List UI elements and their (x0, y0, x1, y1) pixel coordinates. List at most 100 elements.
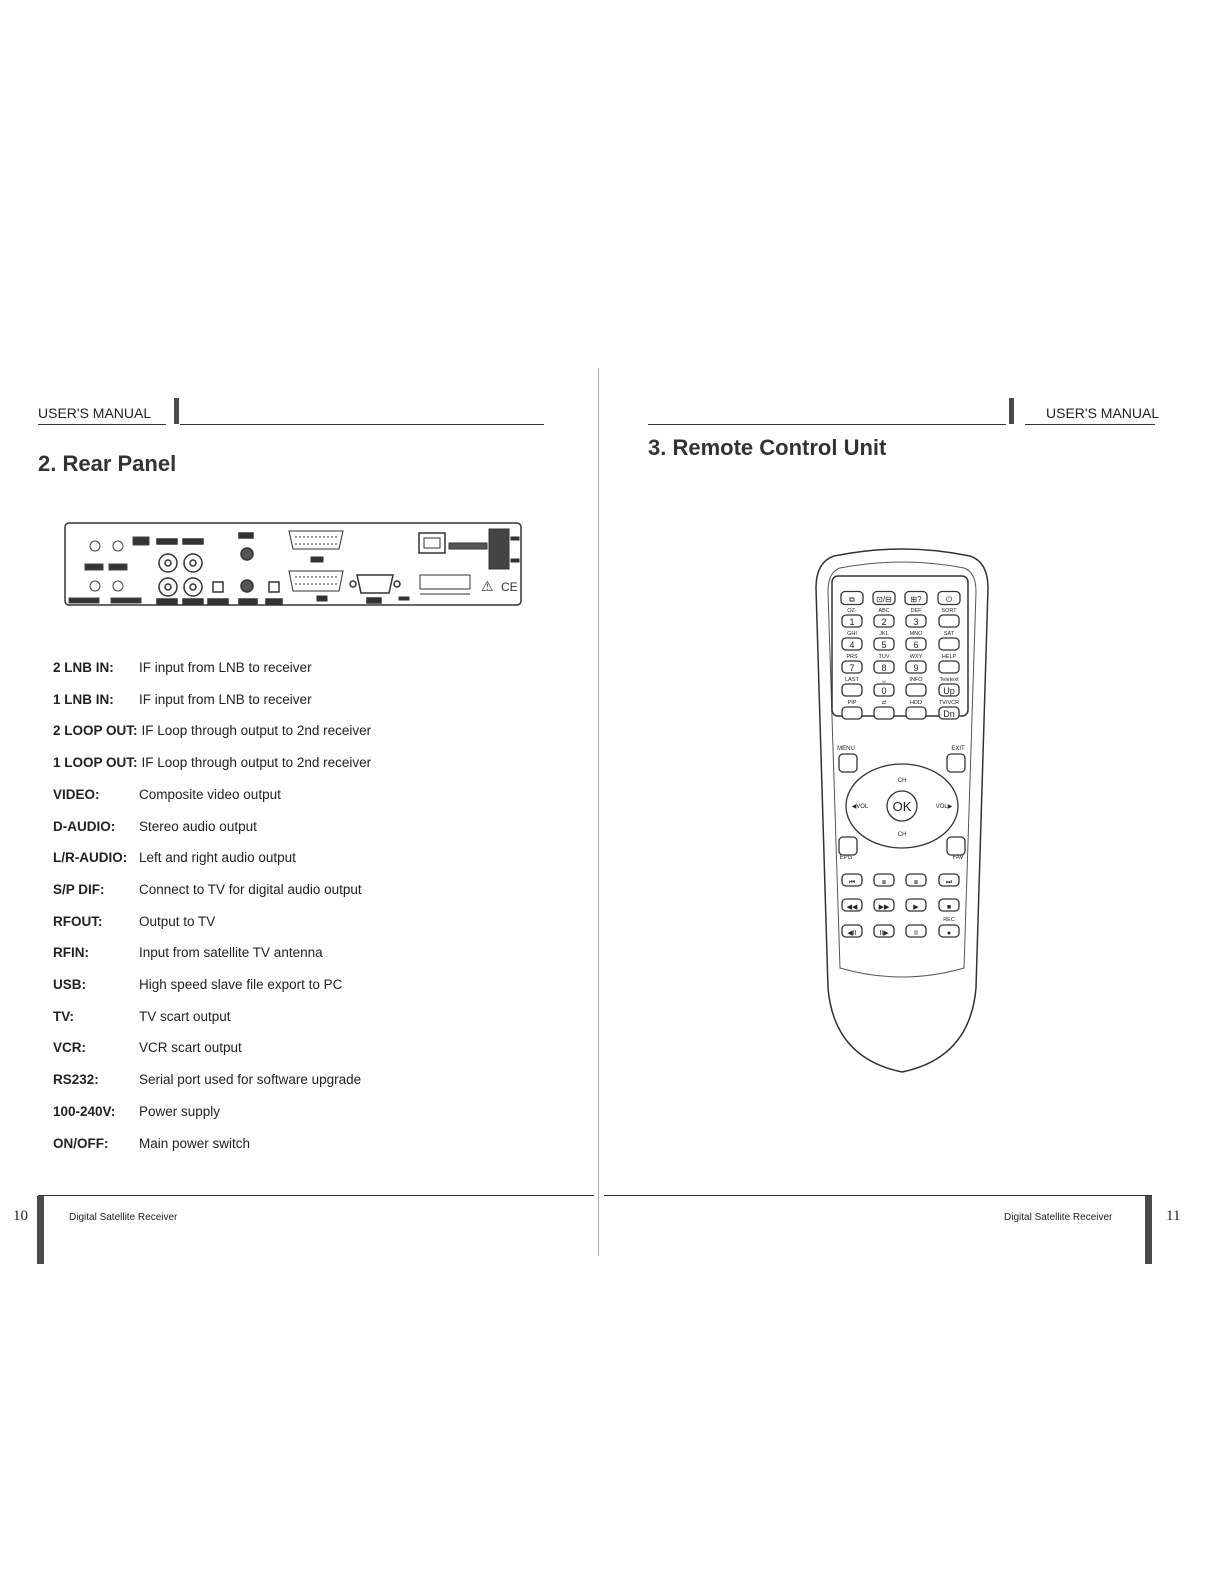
remote-media-key[interactable] (873, 924, 895, 938)
remote-key-sublabel: SAT (944, 631, 955, 637)
scart-connectors (288, 530, 344, 602)
left-page-number: 10 (13, 1208, 28, 1224)
remote-media-key[interactable] (873, 898, 895, 912)
right-footer-text: Digital Satellite Receiver (1004, 1212, 1113, 1223)
remote-key-sublabel: HELP (942, 654, 957, 660)
connector-label: L/R-AUDIO: (53, 850, 128, 866)
remote-media-icon: ⧈ (882, 879, 887, 886)
remote-key-label: 3 (913, 617, 918, 627)
vol-right-label: VOL▶ (936, 804, 953, 810)
remote-key[interactable] (905, 683, 927, 697)
remote-inner-outline (827, 561, 977, 978)
remote-top-key[interactable] (937, 590, 961, 606)
remote-key[interactable] (841, 683, 863, 697)
remote-media-key[interactable] (841, 873, 863, 887)
remote-key[interactable] (938, 683, 960, 697)
remote-key-label: Dn (943, 709, 955, 719)
remote-key-label: 0 (881, 686, 886, 696)
remote-key-label: Up (943, 686, 955, 696)
remote-key[interactable] (938, 660, 960, 674)
remote-key-label: 9 (913, 663, 918, 673)
remote-media-icon: ⏮ (849, 879, 855, 886)
remote-key[interactable] (841, 614, 863, 628)
connector-description: IF Loop through output to 2nd receiver (141, 723, 372, 739)
remote-key[interactable] (938, 614, 960, 628)
connector-description: IF input from LNB to receiver (139, 660, 312, 675)
connector-description: IF Loop through output to 2nd receiver (141, 755, 372, 771)
right-page-number: 11 (1166, 1208, 1181, 1224)
remote-media-key[interactable] (938, 873, 960, 887)
connector-item: 2 LOOP OUT:IF Loop through output to 2nd… (53, 723, 371, 743)
remote-media-icon: ■ (947, 904, 951, 911)
right-header-rule-b (1025, 424, 1155, 425)
remote-key-sublabel: WXY (910, 654, 923, 660)
remote-key[interactable] (873, 637, 895, 651)
remote-media-key[interactable] (905, 873, 927, 887)
remote-media-key[interactable] (905, 924, 927, 938)
connector-label: VCR: (53, 1040, 86, 1056)
remote-top-key[interactable] (840, 590, 864, 606)
menu-label: MENU (837, 746, 855, 752)
remote-key[interactable] (841, 706, 863, 720)
remote-media-key[interactable] (841, 898, 863, 912)
left-header: USER'S MANUAL (38, 405, 152, 421)
remote-media-key[interactable] (938, 898, 960, 912)
remote-key-sublabel: ⇄ (882, 699, 887, 706)
remote-key[interactable] (873, 660, 895, 674)
epg-label: EPG (840, 855, 853, 861)
remote-top-key[interactable] (904, 590, 928, 606)
keypad-frame (831, 575, 969, 717)
ok-button[interactable] (886, 790, 918, 822)
remote-media-key[interactable] (905, 898, 927, 912)
connector-label: 100-240V: (53, 1103, 116, 1119)
remote-key[interactable] (841, 660, 863, 674)
remote-key-sublabel: MNO (910, 631, 924, 637)
nav-ring[interactable] (845, 763, 959, 849)
remote-key[interactable] (938, 637, 960, 651)
left-footer-text: Digital Satellite Receiver (69, 1212, 178, 1223)
remote-corner-key[interactable] (838, 836, 858, 856)
remote-media-key[interactable] (938, 924, 960, 938)
remote-key[interactable] (873, 683, 895, 697)
left-footer-rule (38, 1195, 594, 1196)
remote-key[interactable] (905, 706, 927, 720)
remote-key-sublabel: ABC (878, 608, 889, 614)
remote-key[interactable] (841, 637, 863, 651)
connector-label: 1 LNB IN: (53, 691, 114, 707)
remote-key[interactable] (938, 706, 960, 720)
connector-label: RFOUT: (53, 913, 103, 929)
connector-label: USB: (53, 977, 86, 992)
remote-key[interactable] (873, 706, 895, 720)
connector-description: Stereo audio output (139, 818, 257, 834)
remote-key[interactable] (905, 614, 927, 628)
right-header-rule-a (648, 424, 1006, 425)
remote-media-key[interactable] (841, 924, 863, 938)
connector-description: Power supply (139, 1103, 221, 1119)
remote-top-key[interactable] (872, 590, 896, 606)
rs232-connector (349, 574, 401, 604)
remote-media-icon: ◀◀ (847, 904, 858, 911)
connector-label: 2 LOOP OUT: (53, 723, 138, 739)
fav-label: FAV (953, 855, 964, 861)
remote-key-sublabel: Teletext (940, 677, 959, 683)
remote-corner-key[interactable] (946, 753, 966, 773)
remote-media-icon: ● (947, 930, 951, 937)
rear-panel-illustration: ⚠ CE (63, 519, 523, 609)
remote-key[interactable] (905, 660, 927, 674)
remote-key-sublabel: SORT (941, 608, 957, 614)
rec-label: REC (943, 917, 955, 923)
remote-key[interactable] (905, 637, 927, 651)
vol-left-label: ◀VOL (852, 804, 869, 810)
remote-key[interactable] (873, 614, 895, 628)
remote-key-sublabel: PIP (848, 700, 857, 706)
warning-icon: ⚠ (481, 578, 494, 594)
remote-media-key[interactable] (873, 873, 895, 887)
remote-corner-key[interactable] (946, 836, 966, 856)
connector-label: RS232: (53, 1072, 99, 1088)
remote-key-label: 6 (913, 640, 918, 650)
ch-up-label: CH (898, 778, 907, 784)
remote-corner-key[interactable] (838, 753, 858, 773)
left-footer-marker (37, 1196, 44, 1264)
